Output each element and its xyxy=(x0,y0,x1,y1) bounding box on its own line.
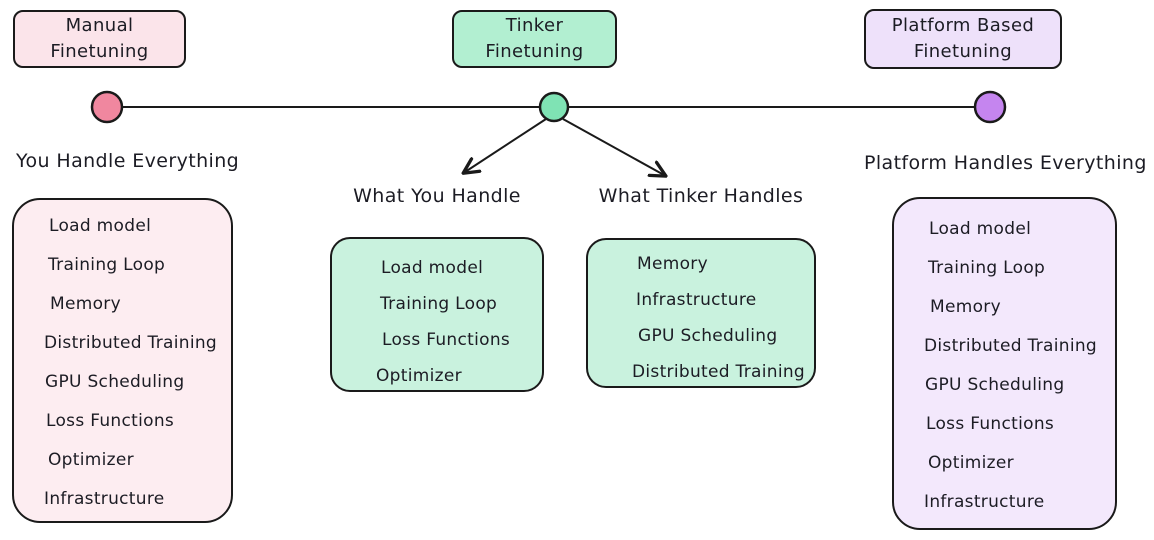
list-item: GPU Scheduling xyxy=(925,375,1065,395)
list-item: Loss Functions xyxy=(926,414,1055,434)
list-item: Loss Functions xyxy=(46,411,175,431)
list-item: Infrastructure xyxy=(44,489,165,509)
list-item: Training Loop xyxy=(928,258,1046,278)
arrow-to-what-tinker-handles xyxy=(562,118,664,175)
what-tinker-handles-label: What Tinker Handles xyxy=(598,185,804,207)
platform-based-finetuning-label: Platform Based Finetuning xyxy=(891,14,1035,62)
you-handle-everything-label: You Handle Everything xyxy=(16,150,240,172)
list-item: Optimizer xyxy=(376,366,462,386)
list-item: Memory xyxy=(637,254,708,274)
manual-finetuning-header: Manual Finetuning xyxy=(13,10,186,68)
platform-handles-everything-label: Platform Handles Everything xyxy=(864,152,1147,174)
platform-based-finetuning-header: Platform Based Finetuning xyxy=(864,9,1062,69)
what-you-handle-label: What You Handle xyxy=(353,185,521,207)
list-item: Infrastructure xyxy=(636,290,757,310)
list-item: Optimizer xyxy=(48,450,134,470)
tinker-dot xyxy=(538,91,570,123)
platform-dot xyxy=(973,90,1007,124)
list-item: Loss Functions xyxy=(382,330,511,350)
tinker-finetuning-label: Tinker Finetuning xyxy=(485,14,584,62)
list-item: Load model xyxy=(929,219,1032,239)
arrow-to-what-you-handle xyxy=(465,118,547,172)
list-item: GPU Scheduling xyxy=(638,326,778,346)
list-item: Training Loop xyxy=(380,294,498,314)
list-item: Distributed Training xyxy=(44,333,218,353)
list-item: Load model xyxy=(49,216,152,236)
manual-finetuning-label: Manual Finetuning xyxy=(50,14,149,62)
list-item: Distributed Training xyxy=(924,336,1098,356)
manual-dot xyxy=(90,90,124,124)
list-item: Distributed Training xyxy=(632,362,806,382)
tinker-finetuning-header: Tinker Finetuning xyxy=(452,10,617,68)
list-item: Memory xyxy=(930,297,1001,317)
list-item: Infrastructure xyxy=(924,492,1045,512)
list-item: Optimizer xyxy=(928,453,1014,473)
list-item: Load model xyxy=(381,258,484,278)
list-item: Memory xyxy=(50,294,121,314)
list-item: GPU Scheduling xyxy=(45,372,185,392)
list-item: Training Loop xyxy=(48,255,166,275)
